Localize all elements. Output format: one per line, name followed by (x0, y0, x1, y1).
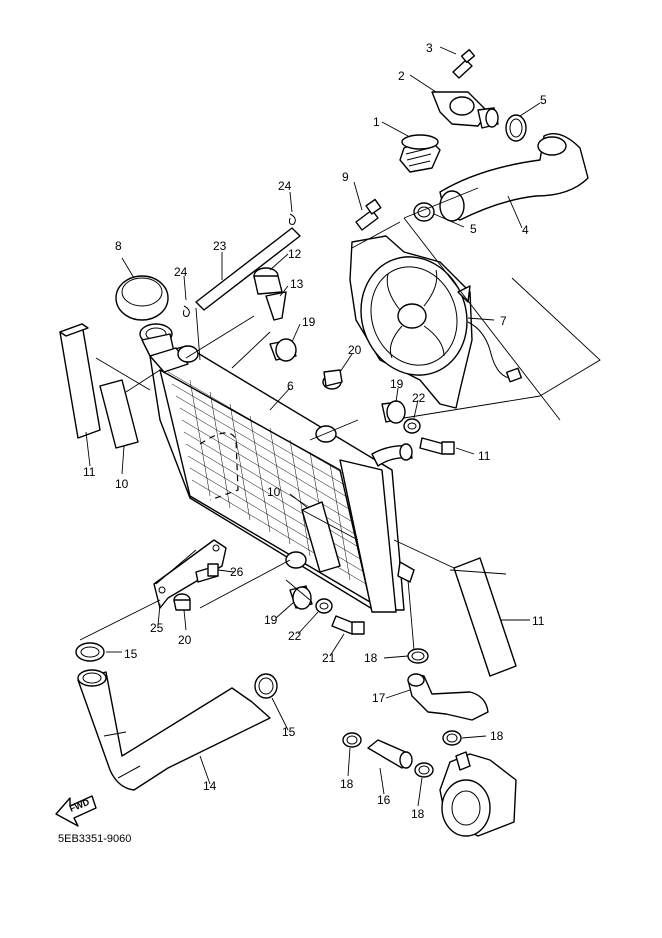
callout-4: 4 (522, 223, 529, 237)
grommet-19-lower (289, 585, 313, 610)
clip-24-top (289, 213, 296, 225)
callout-11-left: 11 (83, 465, 96, 479)
grommet-19-mid (381, 400, 406, 424)
callout-5-top: 5 (540, 93, 547, 107)
pad-10-left (99, 379, 139, 449)
thermostat-1 (399, 134, 441, 173)
callout-17: 17 (372, 691, 386, 705)
callout-18-a: 18 (364, 651, 378, 665)
bolt-11-right (419, 437, 455, 455)
callout-20-lower: 20 (178, 633, 192, 647)
clamp-18-a (407, 648, 429, 664)
callout-12: 12 (288, 247, 302, 261)
callout-2: 2 (398, 69, 405, 83)
callout-11-right: 11 (478, 449, 491, 463)
alignment-lines (79, 187, 601, 651)
hose-17 (407, 673, 489, 721)
hose-16 (367, 739, 413, 769)
callout-6: 6 (287, 379, 294, 393)
washer-22-top (403, 418, 421, 434)
fwd-arrow: FWD (55, 795, 97, 827)
radiator-core-grid (167, 371, 367, 585)
callout-26: 26 (230, 565, 244, 579)
callout-18-d: 18 (411, 807, 425, 821)
callout-19-lower: 19 (264, 613, 278, 627)
callout-10-left: 10 (115, 477, 129, 491)
bracket-13 (265, 291, 287, 321)
callout-19-top: 19 (302, 315, 316, 329)
hose-clamp-5-top (505, 114, 527, 142)
callout-19-mid: 19 (390, 377, 404, 391)
pipe-23 (195, 227, 301, 311)
clamp-18-b (442, 730, 462, 746)
callout-7: 7 (500, 314, 507, 328)
callout-22-top: 22 (412, 391, 426, 405)
callout-25: 25 (150, 621, 164, 635)
oil-cooler (439, 751, 517, 837)
leader-lines (85, 46, 541, 807)
collar-20-top (322, 369, 343, 390)
callout-5-lower: 5 (470, 222, 477, 236)
pad-11-left (59, 323, 101, 439)
bolt-3 (452, 49, 476, 79)
callout-1: 1 (373, 115, 380, 129)
callout-3: 3 (426, 41, 433, 55)
pad-11-right (453, 557, 517, 677)
callout-23: 23 (213, 239, 227, 253)
callout-18-b: 18 (490, 729, 504, 743)
hose-12 (253, 267, 283, 295)
clamp-18-d (414, 762, 434, 778)
bolt-9 (355, 198, 382, 231)
callout-15-right: 15 (282, 725, 296, 739)
callout-20-top: 20 (348, 343, 362, 357)
hose-14 (77, 669, 271, 791)
bolt-26 (195, 563, 219, 583)
pad-10-center (301, 501, 341, 573)
washer-22-lower (315, 598, 333, 614)
hose-4 (439, 133, 589, 222)
callout-18-c: 18 (340, 777, 354, 791)
callouts: 3 2 1 5 5 4 9 7 8 24 23 24 12 13 19 20 1… (83, 41, 547, 821)
callout-15-left: 15 (124, 647, 138, 661)
clip-24-lower (183, 305, 190, 317)
callout-11-lower: 11 (532, 614, 545, 628)
callout-21: 21 (322, 651, 336, 665)
callout-10-center: 10 (267, 485, 281, 499)
callout-14: 14 (203, 779, 217, 793)
clamp-15-right (254, 673, 278, 699)
clamp-15-left (75, 642, 105, 662)
bolt-21 (331, 615, 365, 635)
callout-24-lower: 24 (174, 265, 188, 279)
diagram-code: 5EB3351-9060 (58, 833, 131, 845)
callout-9: 9 (342, 170, 349, 184)
radiator-cap-8 (115, 275, 175, 357)
thermostat-housing-cover (431, 91, 499, 129)
callout-16: 16 (377, 793, 391, 807)
callout-8: 8 (115, 239, 122, 253)
collar-20-lower (173, 593, 191, 611)
hose-clamp-5-lower (413, 202, 435, 222)
callout-13: 13 (290, 277, 304, 291)
grommet-19-top (269, 338, 297, 362)
callout-22-lower: 22 (288, 629, 302, 643)
clamp-18-c (342, 732, 362, 748)
cooling-fan-7 (349, 235, 523, 409)
callout-24-top: 24 (278, 179, 292, 193)
